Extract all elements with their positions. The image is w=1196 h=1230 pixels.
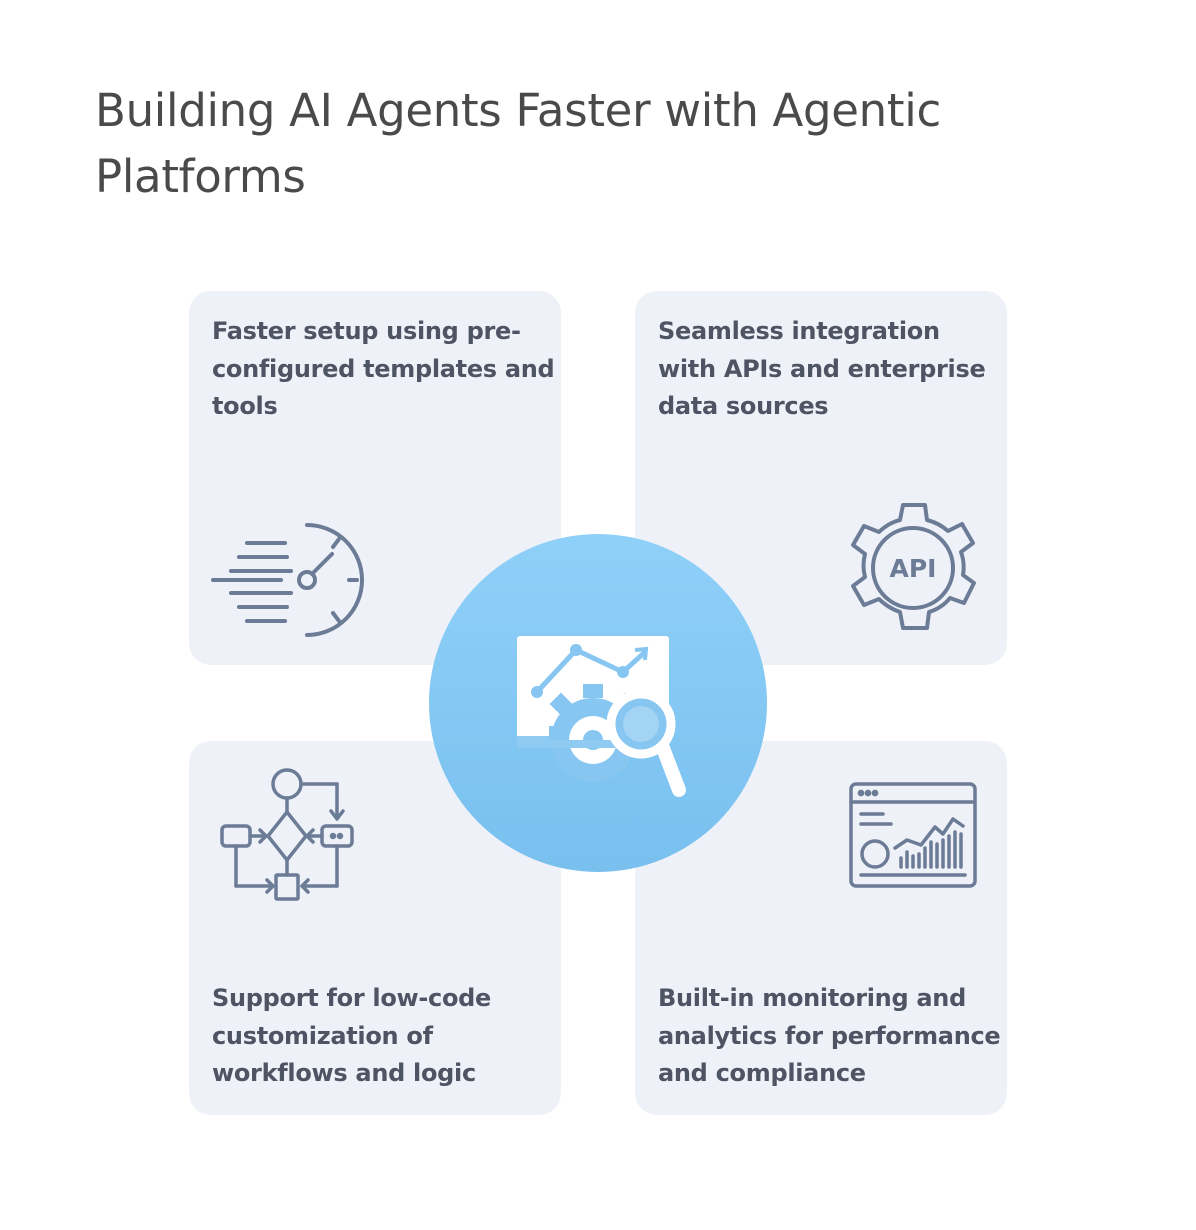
analytics-dashboard-icon bbox=[849, 782, 979, 892]
card-text: Built-in monitoring and analytics for pe… bbox=[658, 984, 1001, 1087]
page-title: Building AI Agents Faster with Agentic P… bbox=[95, 84, 941, 203]
center-hub bbox=[429, 534, 767, 872]
card-text: Faster setup using pre-configured templa… bbox=[212, 317, 555, 420]
api-label: API bbox=[890, 554, 937, 583]
flowchart-icon bbox=[219, 767, 359, 907]
api-gear-icon: API bbox=[847, 502, 981, 636]
card-text: Support for low-code customization of wo… bbox=[212, 984, 492, 1087]
monitor-analytics-magnifier-icon bbox=[513, 632, 693, 807]
card-faster-setup: Faster setup using pre-configured templa… bbox=[189, 291, 561, 665]
card-text: Seamless integration with APIs and enter… bbox=[658, 317, 986, 420]
speedometer-icon bbox=[211, 521, 367, 639]
